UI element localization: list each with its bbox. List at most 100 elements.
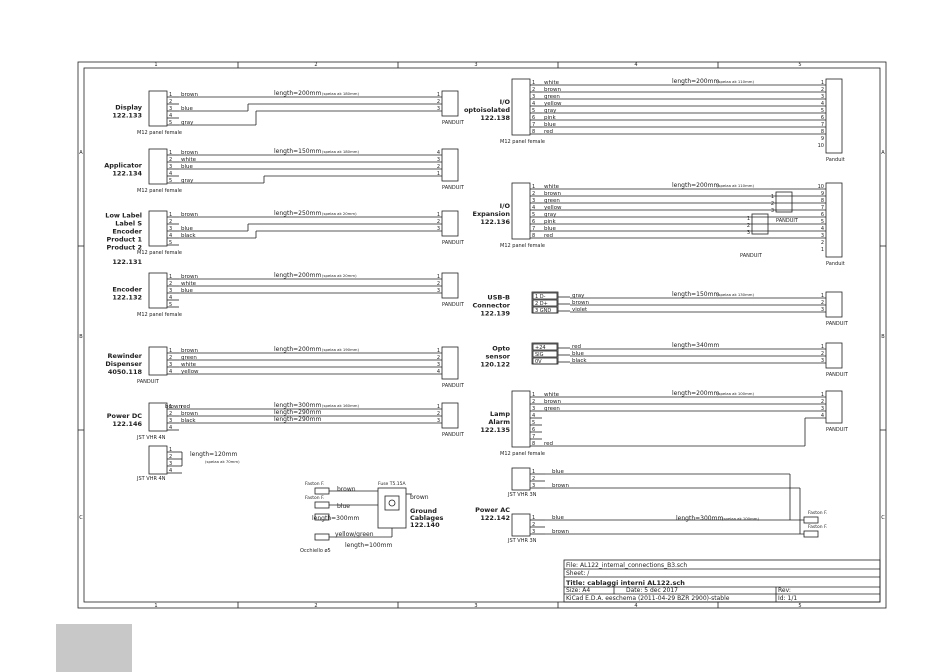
- block-name: Label S: [115, 220, 142, 228]
- pin-number: 2: [169, 99, 172, 105]
- wire-color-label: brown: [181, 411, 198, 417]
- source-connector: [148, 210, 168, 247]
- block-name: Applicator: [104, 162, 143, 170]
- pin-number: 5: [532, 420, 535, 426]
- wire-color-label: blue: [181, 226, 194, 232]
- cable-length: length=200mm: [672, 182, 719, 189]
- pin-number: 6: [532, 115, 535, 121]
- wire-color-label: brown: [165, 404, 182, 410]
- pin-number: 1: [532, 184, 535, 190]
- fuse-socket: [384, 495, 400, 511]
- wire-color-label: black: [181, 233, 196, 239]
- faston-label: Faston F.: [808, 524, 827, 530]
- panduit-pin: 5: [821, 108, 824, 114]
- source-connector: [148, 346, 168, 376]
- column-label: 5: [798, 603, 801, 609]
- block-name: 122.136: [480, 218, 510, 226]
- pin-number: 2: [169, 157, 172, 163]
- block-name: Dispenser: [105, 360, 142, 368]
- wire-color-label: brown: [181, 150, 198, 156]
- connector-type: M12 panel female: [500, 451, 545, 457]
- block-name: 122.134: [112, 170, 142, 178]
- panduit-pin: 2: [437, 355, 440, 361]
- wire-color-label: yellow: [544, 101, 562, 107]
- wire-color-label: white: [544, 184, 560, 190]
- pin-number: 3: [169, 362, 172, 368]
- column-label: 4: [634, 603, 637, 609]
- pin-number: 4: [169, 233, 172, 239]
- fuse-label: Fuse T5.15A: [378, 481, 407, 487]
- pin-number: 5: [169, 120, 172, 126]
- strip-spec: (spelaa ak 130mm): [717, 292, 754, 297]
- panduit-pin: 3: [747, 230, 750, 236]
- pin-number: SIG: [535, 352, 544, 358]
- pin-number: 3: [169, 226, 172, 232]
- wire-color-label: blue: [552, 469, 565, 475]
- panduit-pin: 3: [821, 358, 824, 364]
- block-name: optoisolated: [464, 106, 510, 114]
- panduit-pin: 1: [437, 92, 440, 98]
- panduit-label: PANDUIT: [826, 321, 849, 327]
- block-name: 122.132: [112, 294, 142, 302]
- block-name: Low Label: [105, 212, 142, 220]
- cable-length: length=200mm: [274, 346, 321, 353]
- wire-color-label: white: [181, 281, 197, 287]
- wire-color-label: green: [181, 355, 197, 361]
- connector-type: PANDUIT: [137, 379, 160, 385]
- block-name: Expansion: [473, 210, 511, 218]
- panduit-connector: [825, 78, 843, 154]
- pin-number: 4: [169, 113, 172, 119]
- connector-type: JST VHR 4N: [136, 476, 166, 482]
- block-name: Ground: [410, 507, 437, 515]
- panduit-pin: 3: [821, 307, 824, 313]
- title-sheet: Sheet: /: [566, 570, 590, 577]
- block-name: Lamp: [490, 410, 510, 418]
- pin-number: 4: [532, 413, 535, 419]
- cable-length: length=120mm: [190, 451, 237, 458]
- faston-label: Faston F.: [305, 495, 324, 501]
- wire-color-label: brown: [572, 300, 589, 306]
- pin-number: 0V: [535, 359, 542, 365]
- wire-color-label: gray: [572, 293, 585, 299]
- fuse-contact: [388, 499, 396, 507]
- pin-number: 3: [169, 288, 172, 294]
- wire-color-label: blue: [572, 351, 585, 357]
- source-connector: [148, 148, 168, 185]
- cable-length: length=150mm: [274, 148, 321, 155]
- panduit-pin: 2: [747, 223, 750, 229]
- connector-type: JST VHR 3N: [507, 538, 537, 544]
- pin-number: 2: [532, 191, 535, 197]
- strip-spec: (spelaa ak 110mm): [717, 183, 754, 188]
- panduit-pin: 1: [437, 212, 440, 218]
- wire-color-label: brown: [544, 191, 561, 197]
- panduit-pin: 1: [747, 216, 750, 222]
- wire-color-label: brown: [544, 399, 561, 405]
- connector-type: M12 panel female: [137, 250, 182, 256]
- block-name: Power AC: [475, 506, 510, 514]
- panduit-pin: 10: [818, 143, 824, 149]
- block-part-number: 122.131: [112, 258, 142, 266]
- panduit-label: PANDUIT: [442, 240, 465, 246]
- panduit-pin: 8: [821, 198, 824, 204]
- panduit-pin: 1: [437, 274, 440, 280]
- pin-number: 3: [532, 483, 535, 489]
- strip-spec: (spelaa ak 180mm): [322, 91, 359, 96]
- pin-number: 4: [532, 101, 535, 107]
- panduit-label: PANDUIT: [442, 302, 465, 308]
- panduit-connector: [825, 390, 843, 424]
- jst-connector: [511, 467, 531, 491]
- column-label: 3: [474, 62, 477, 68]
- pin-number: 8: [532, 441, 535, 447]
- pin-number: 2: [169, 411, 172, 417]
- panduit-pin: 9: [821, 191, 824, 197]
- cable-length: length=300mm: [676, 515, 723, 522]
- panduit-pin: 4: [437, 150, 440, 156]
- pin-number: 4: [169, 295, 172, 301]
- block-name: Opto: [492, 345, 510, 353]
